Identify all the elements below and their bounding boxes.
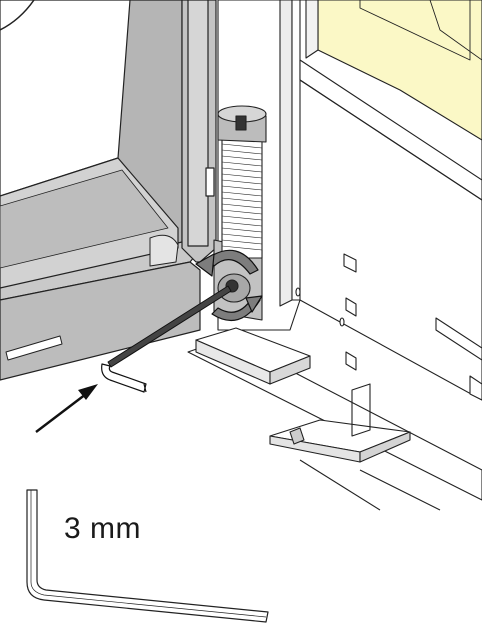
- hinge-spring: [213, 105, 267, 321]
- vertical-post: [181, 0, 217, 263]
- wall-panel: [217, 0, 482, 401]
- tool-size-label: 3 mm: [64, 512, 141, 545]
- rotation-arrow: [195, 249, 263, 322]
- floor-track: [187, 327, 482, 511]
- window-frame: [0, 0, 201, 381]
- detail-circle: [0, 0, 35, 31]
- hex-key-tool: [26, 489, 269, 623]
- pointer-arrow: [35, 384, 98, 433]
- hex-key-inserted: [101, 285, 232, 393]
